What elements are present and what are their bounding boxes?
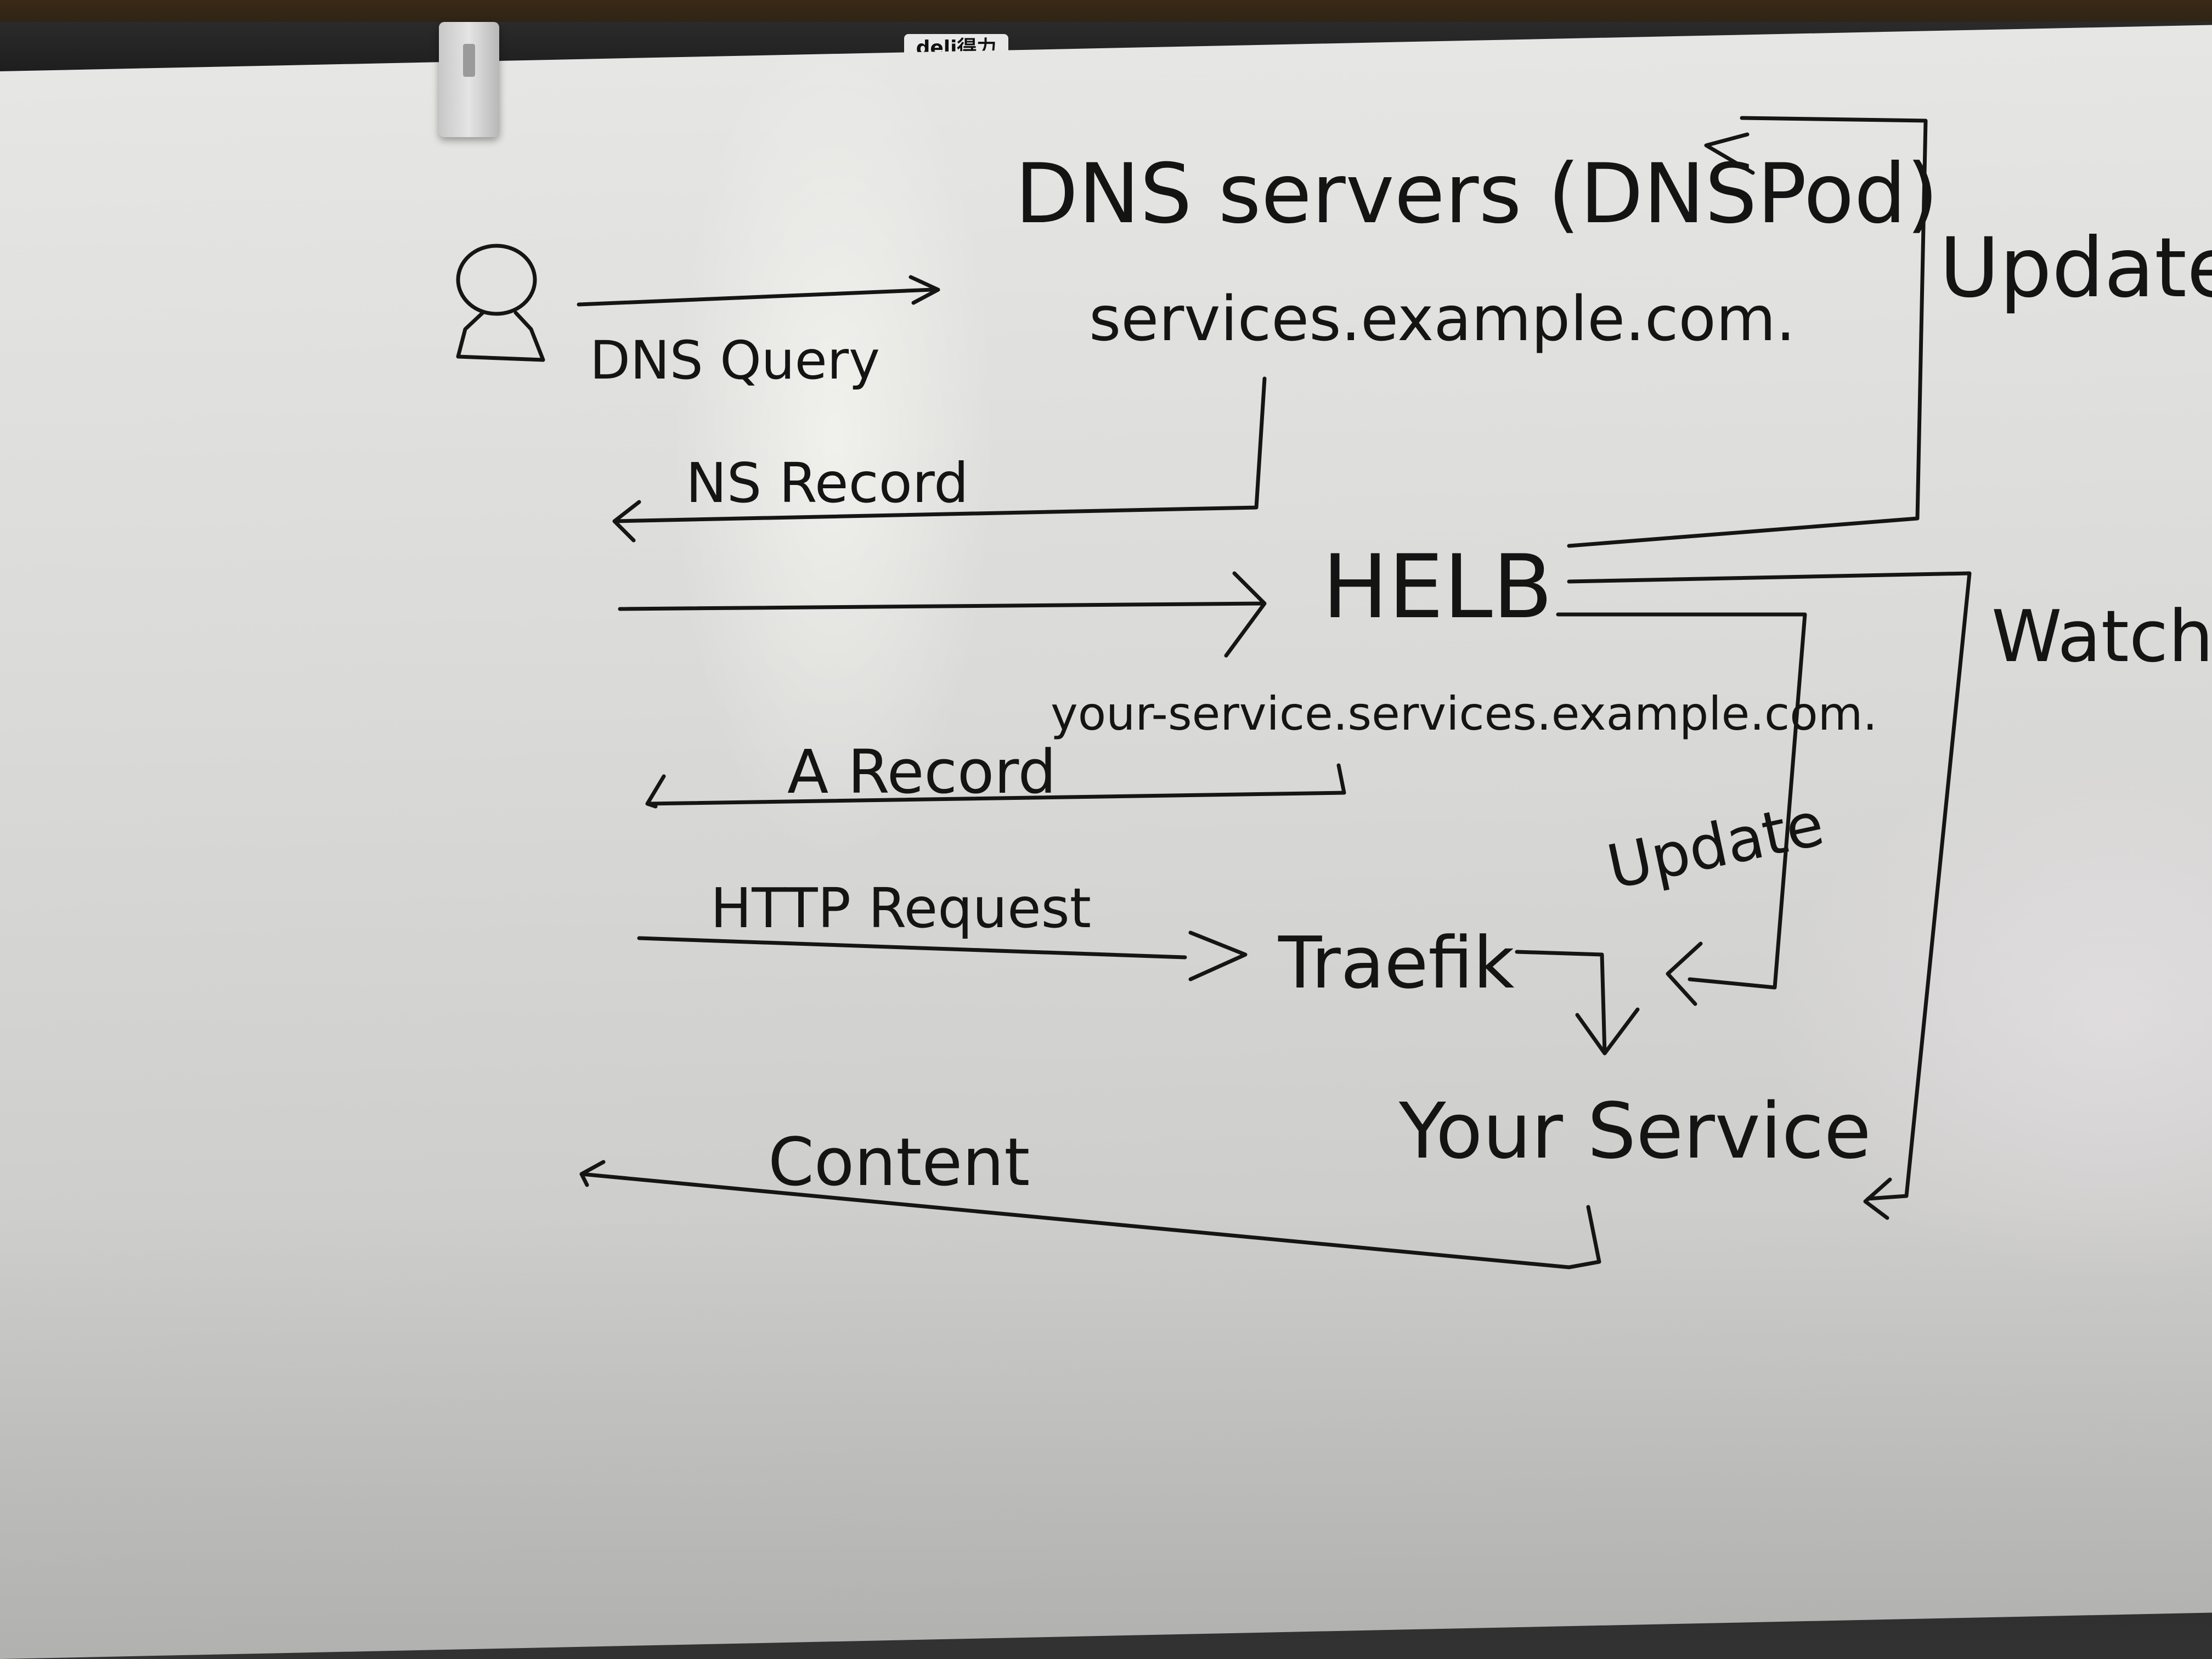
helb-title: HELB — [1322, 535, 1553, 638]
person-icon — [456, 244, 545, 362]
ns-record-arrow — [612, 376, 1267, 543]
traefik-to-service-arrow — [1515, 950, 1640, 1056]
dns-query-label: DNS Query — [590, 330, 880, 391]
helb-domain: your-service.services.example.com. — [1051, 687, 1877, 741]
a-record-arrow — [645, 763, 1346, 809]
a-record-label: A Record — [787, 737, 1056, 807]
http-request-arrow — [637, 930, 1248, 981]
dns-servers-title: DNS servers (DNSPod) — [1015, 146, 1938, 242]
watch-line — [1567, 571, 1972, 1220]
board-clip — [439, 22, 499, 137]
update-traefik-label: Update — [1601, 788, 1830, 902]
dns-servers-domain: services.example.com. — [1089, 284, 1796, 355]
update-dns-label: Update — [1939, 221, 2212, 316]
helb-query-arrow — [618, 571, 1267, 658]
traefik-title: Traefik — [1278, 921, 1515, 1005]
ns-record-label: NS Record — [686, 451, 969, 515]
your-service-title: Your Service — [1398, 1087, 1871, 1176]
watch-label: Watch — [1991, 595, 2212, 678]
dns-query-arrow — [577, 275, 940, 307]
http-request-label: HTTP Request — [710, 876, 1091, 940]
update-traefik-line — [1556, 612, 1807, 1006]
board-reflection — [0, 1207, 2212, 1659]
update-dns-line — [1567, 116, 1928, 548]
content-arrow — [579, 1160, 1601, 1269]
content-label: Content — [768, 1125, 1030, 1201]
